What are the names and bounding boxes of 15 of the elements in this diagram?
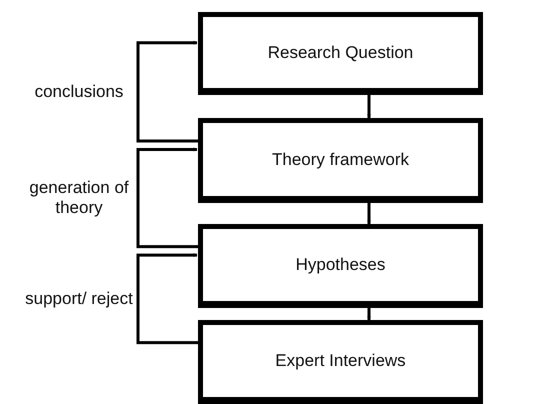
box-label: Hypotheses bbox=[296, 255, 386, 275]
box-label: Research Question bbox=[268, 42, 414, 62]
arrow bbox=[367, 95, 371, 118]
arrow bbox=[136, 40, 198, 142]
arrow bbox=[136, 147, 198, 248]
arrow bbox=[136, 253, 198, 344]
process-box bbox=[198, 12, 483, 95]
box-label: Theory framework bbox=[272, 150, 409, 170]
arrow bbox=[367, 308, 371, 320]
arrow bbox=[367, 203, 371, 224]
box-label: Expert Interviews bbox=[275, 351, 406, 371]
process-box bbox=[198, 320, 483, 404]
process-box bbox=[198, 224, 483, 308]
edge-label: support/ reject bbox=[24, 288, 134, 310]
process-box bbox=[198, 118, 483, 203]
